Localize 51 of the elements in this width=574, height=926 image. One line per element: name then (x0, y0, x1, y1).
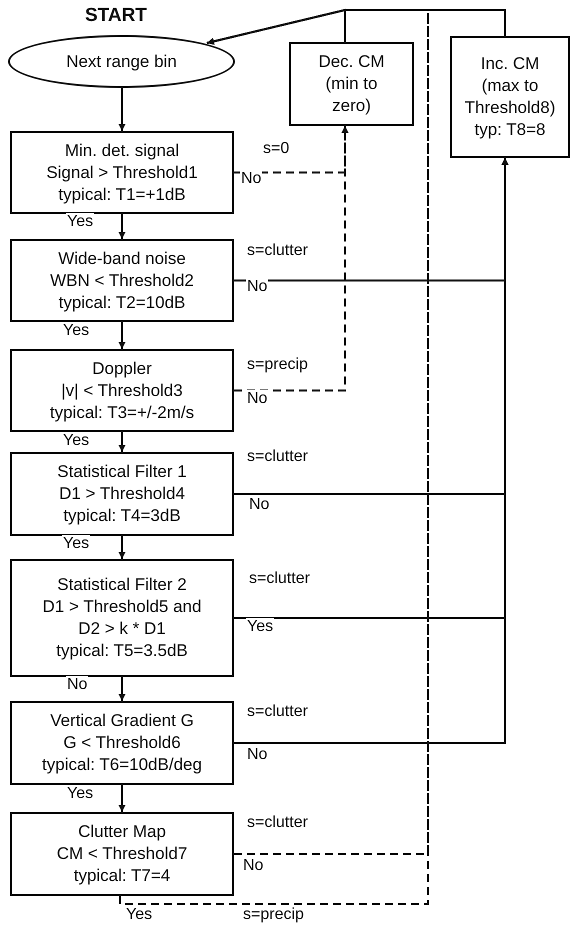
start-heading: START (85, 5, 147, 27)
box-text: Inc. CM (480, 53, 540, 75)
box-text: typical: T5=3.5dB (56, 640, 188, 662)
box-text: Statistical Filter 1 (57, 461, 187, 483)
box-text: D1 > Threshold4 (59, 483, 185, 505)
box-text: typical: T3=+/-2m/s (50, 402, 194, 424)
arrow (118, 432, 126, 452)
arrow (118, 785, 126, 812)
box-text: Wide-band noise (58, 248, 186, 270)
process-box (289, 42, 414, 126)
decision-box (10, 349, 234, 432)
edge-label: s=precip (242, 906, 305, 924)
decision-box (10, 812, 234, 896)
box-text: Vertical Gradient G (50, 710, 194, 732)
box-text: D1 > Threshold5 and (42, 596, 202, 618)
box-text: G < Threshold6 (63, 732, 181, 754)
edge-label: s=precip (246, 356, 309, 374)
box-text: Statistical Filter 2 (57, 574, 187, 596)
box-text: CM < Threshold7 (56, 843, 188, 865)
box-text: (max to Threshold8) (464, 75, 556, 119)
box-text: typical: T1=+1dB (58, 184, 186, 206)
box-text: typical: T2=10dB (58, 292, 186, 314)
box-text: Min. det. signal (64, 140, 180, 162)
arrow (118, 88, 126, 131)
box-text: (min to zero) (324, 73, 378, 117)
box-text: typical: T7=4 (74, 865, 170, 887)
decision-box (10, 701, 234, 785)
arrow (234, 126, 348, 174)
box-text: Doppler (92, 358, 152, 380)
arrow (234, 158, 508, 744)
box-text: |v| < Threshold3 (61, 380, 183, 402)
arrow (118, 322, 126, 349)
box-text: WBN < Threshold2 (50, 270, 194, 292)
box-text: Signal > Threshold1 (46, 162, 198, 184)
decision-box (10, 131, 234, 214)
box-text: typical: T4=3dB (63, 505, 181, 527)
arrow (234, 126, 348, 392)
arrow (118, 536, 126, 559)
box-text: Next range bin (66, 50, 177, 72)
decision-box (10, 239, 234, 322)
arrow (118, 677, 126, 701)
arrow (206, 9, 506, 45)
decision-box (10, 559, 234, 677)
process-box (450, 36, 570, 158)
box-text: D2 > k * D1 (78, 618, 166, 640)
box-text: Clutter Map (78, 821, 166, 843)
arrow (118, 214, 126, 239)
box-text: typical: T6=10dB/deg (42, 754, 202, 776)
decision-box (10, 452, 234, 536)
box-text: typ: T8=8 (474, 119, 546, 141)
box-text: Dec. CM (318, 51, 385, 73)
